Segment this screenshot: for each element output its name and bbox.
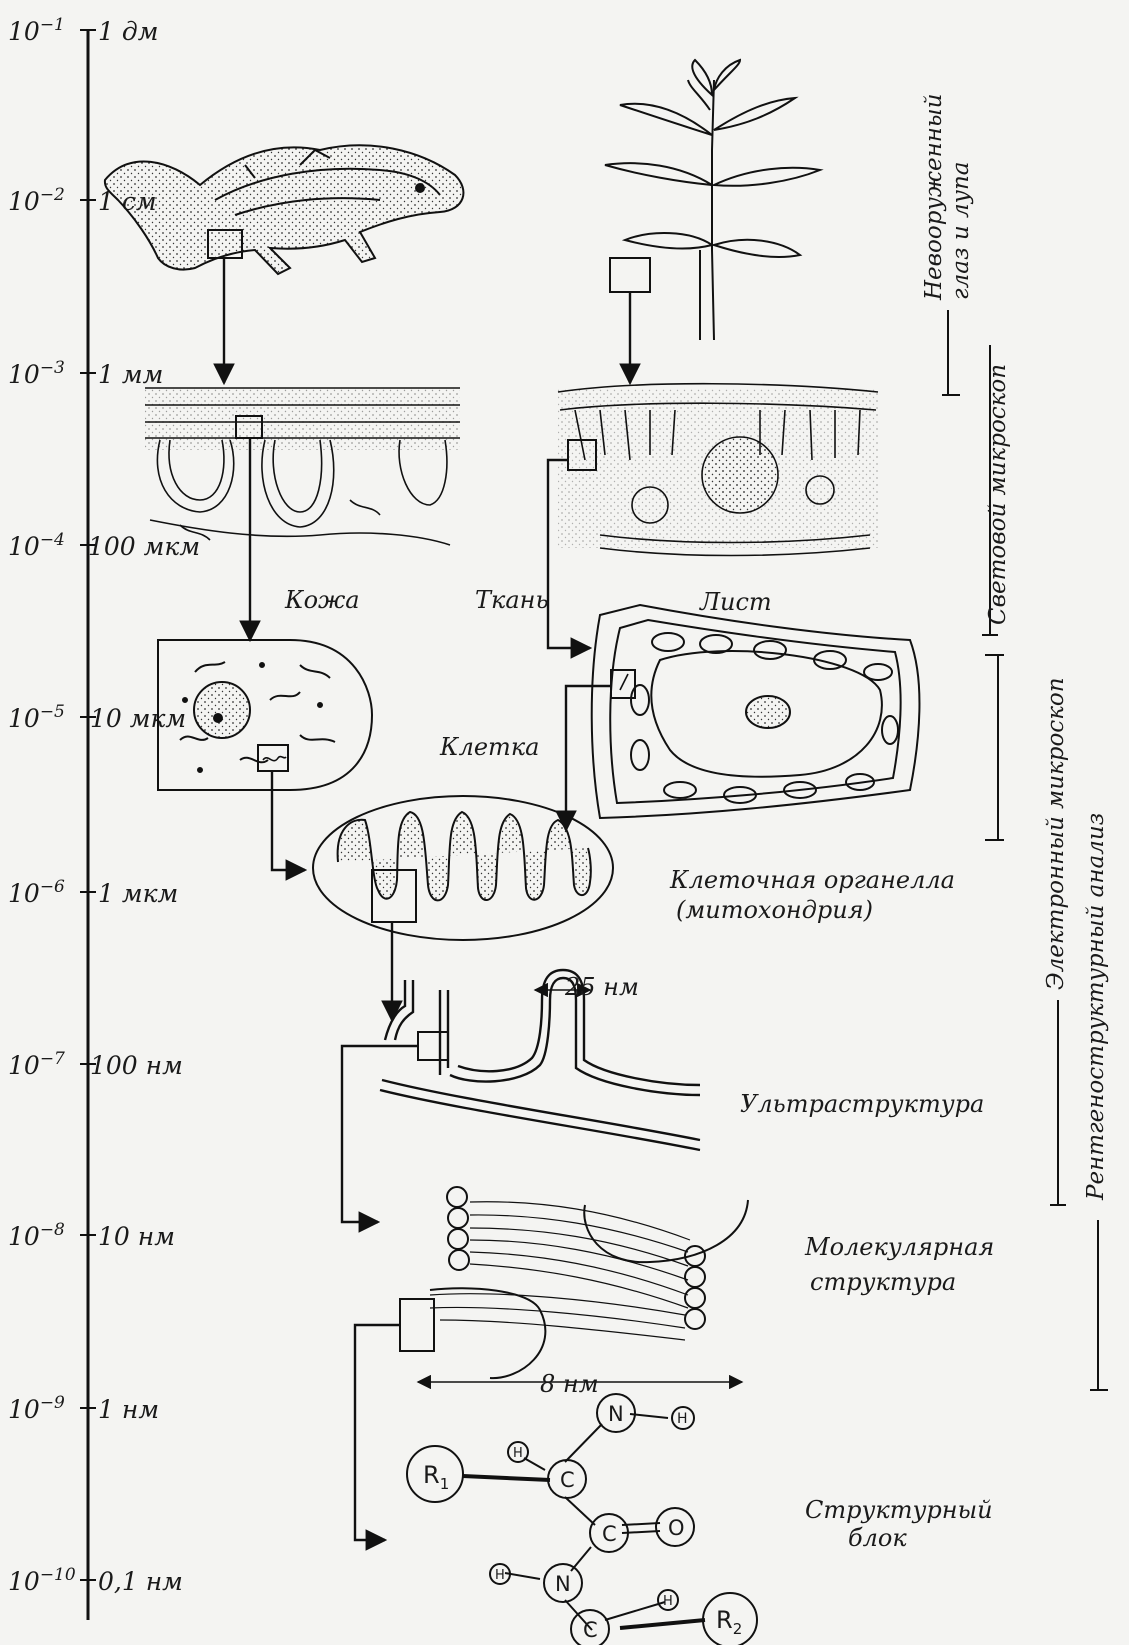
scale-power-label: 10−9 — [8, 1393, 65, 1424]
scale-power-label: 10−10 — [8, 1565, 76, 1596]
scale-unit-label: 10 нм — [98, 1222, 175, 1251]
leaf-section-illustration — [558, 384, 878, 556]
label-dimension-25nm: 25 нм — [564, 973, 639, 1001]
range-bracket-xray — [1090, 1220, 1108, 1390]
label-cell: Клетка — [439, 733, 539, 761]
label-structural-block-2: блок — [848, 1524, 907, 1552]
scale-unit-label: 10 мкм — [90, 704, 186, 733]
atom-c: C — [583, 1618, 598, 1642]
peptide-block-illustration — [407, 1394, 757, 1645]
ultrastructure-illustration — [380, 970, 700, 1150]
arrow-cell-to-mito — [272, 771, 305, 870]
method-eye-label-2: глаз и лупа — [948, 162, 974, 300]
atom-h: H — [663, 1594, 673, 1609]
method-light-microscope-label: Световой микроскоп — [985, 364, 1011, 625]
label-skin: Кожа — [284, 586, 360, 614]
method-labels: Невооруженный глаз и лупа Световой микро… — [921, 94, 1109, 1201]
scale-power-label: 10−4 — [8, 530, 65, 561]
label-molecular-structure-2: структура — [810, 1268, 956, 1296]
atom-n: N — [555, 1572, 571, 1596]
scale-power-label: 10−5 — [8, 702, 65, 733]
label-tissue: Ткань — [475, 586, 549, 614]
atom-c: C — [560, 1468, 575, 1492]
newt-illustration — [105, 145, 464, 274]
atom-o: O — [668, 1516, 685, 1540]
atom-r2: R2 — [716, 1606, 742, 1638]
atom-h: H — [677, 1411, 688, 1427]
arrow-plantcell-to-mito — [566, 686, 611, 830]
label-ultrastructure: Ультраструктура — [740, 1090, 984, 1118]
method-eye-label: Невооруженный — [921, 94, 947, 301]
arrow-molecular-to-block — [355, 1325, 400, 1540]
atom-n: N — [608, 1402, 624, 1426]
atom-h: H — [495, 1568, 505, 1583]
scale-unit-label: 1 мкм — [98, 879, 178, 908]
label-leaf: Лист — [699, 588, 772, 616]
arrow-ultra-to-molecular — [342, 1046, 418, 1222]
method-xray-label: Рентгеноструктурный анализ — [1083, 813, 1109, 1201]
scale-power-label: 10−3 — [8, 358, 65, 389]
scale-power-label: 10−7 — [8, 1049, 65, 1080]
scale-unit-label: 1 мм — [98, 360, 163, 389]
item-labels: Кожа Ткань Лист Клетка Клеточная органел… — [284, 586, 994, 1552]
scale-unit-label: 100 нм — [90, 1051, 183, 1080]
plant-illustration — [605, 60, 820, 340]
range-bracket-electron — [985, 655, 1004, 840]
skin-section-illustration — [145, 388, 460, 545]
atom-c: C — [602, 1522, 617, 1546]
scale-unit-label: 0,1 нм — [98, 1567, 183, 1596]
scale-unit-label: 100 мкм — [88, 532, 200, 561]
atom-h: H — [513, 1446, 523, 1461]
label-organelle-mitochondria: (митохондрия) — [676, 896, 873, 924]
molecular-structure-illustration — [400, 1187, 748, 1382]
plant-cell-illustration — [592, 605, 920, 818]
scale-power-label: 10−1 — [8, 15, 65, 46]
scale-power-label: 10−2 — [8, 185, 65, 216]
label-dimension-8nm: 8 нм — [540, 1370, 599, 1398]
scale-power-label: 10−8 — [8, 1220, 65, 1251]
method-electron-microscope-label: Электронный микроскоп — [1043, 677, 1069, 990]
scale-unit-label: 1 дм — [98, 17, 158, 46]
animal-cell-illustration — [158, 640, 372, 790]
label-organelle: Клеточная органелла — [669, 866, 955, 894]
label-molecular-structure: Молекулярная — [804, 1233, 994, 1261]
scale-unit-label: 1 нм — [98, 1395, 159, 1424]
range-bracket-eye — [942, 310, 960, 395]
range-bracket-electron-lower — [1050, 1000, 1066, 1205]
mitochondrion-illustration — [313, 796, 613, 940]
scale-power-label: 10−6 — [8, 877, 65, 908]
label-structural-block: Структурный — [805, 1496, 993, 1524]
atom-r1: R1 — [423, 1461, 449, 1493]
